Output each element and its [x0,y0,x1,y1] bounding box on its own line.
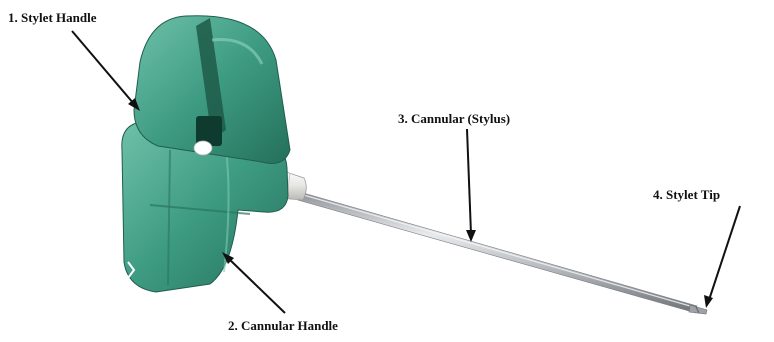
cannula-shaft [298,192,697,313]
label-cannular-handle: 2. Cannular Handle [228,318,338,334]
arrow-cannular-handle [222,252,285,313]
arrow-cannula [466,129,476,242]
label-cannular-stylus: 3. Cannular (Stylus) [398,111,510,127]
stylet-tip-shape [689,305,707,314]
stylet-handle-shape [134,16,290,164]
arrow-stylet-tip [704,206,740,308]
label-stylet-handle: 1. Stylet Handle [8,10,96,26]
label-stylet-tip: 4. Stylet Tip [653,187,720,203]
arrow-stylet-handle [72,31,140,111]
